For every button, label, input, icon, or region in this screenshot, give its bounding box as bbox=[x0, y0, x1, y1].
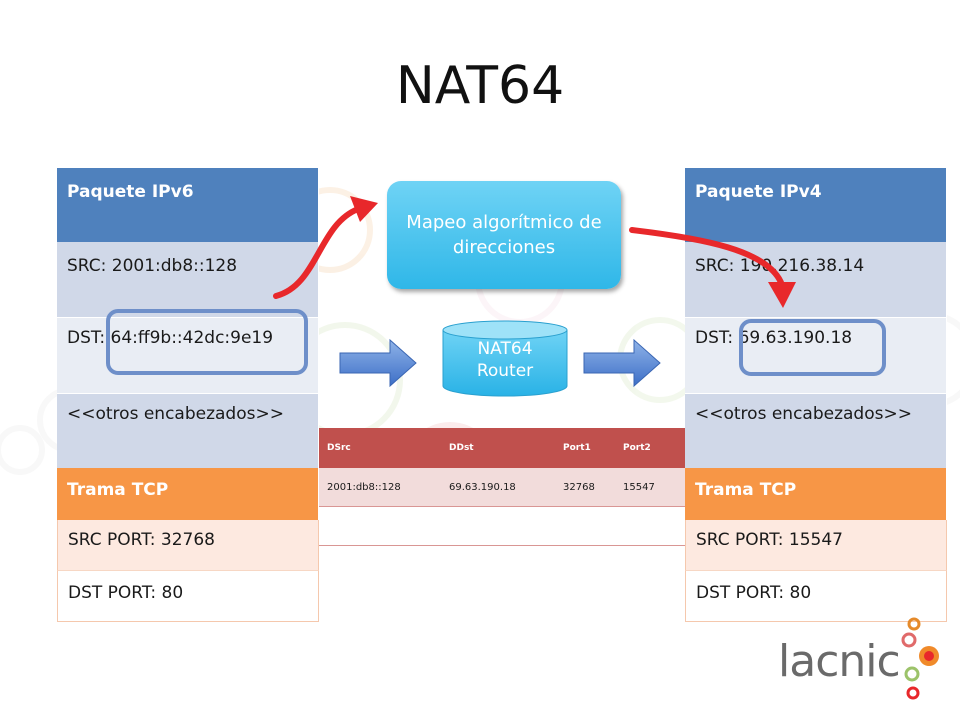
nat-cell-port2: 15547 bbox=[623, 481, 655, 493]
ipv6-other-headers: <<otros encabezados>> bbox=[67, 404, 284, 424]
ipv4-header-label: Paquete IPv4 bbox=[695, 182, 822, 202]
left-src-port: SRC PORT: 32768 bbox=[68, 530, 215, 550]
nat-col-port1: Port1 bbox=[563, 443, 591, 453]
router-cylinder-icon bbox=[442, 320, 568, 397]
nat-cell-dsrc: 2001:db8::128 bbox=[327, 481, 401, 493]
page-title: NAT64 bbox=[395, 56, 565, 116]
ipv4-src-row: SRC: 190.216.38.14 bbox=[685, 242, 947, 318]
left-dst-port: DST PORT: 80 bbox=[68, 583, 184, 603]
left-dst-port-row: DST PORT: 80 bbox=[57, 570, 319, 622]
ipv6-dst-row: DST: 64:ff9b::42dc:9e19 bbox=[57, 318, 319, 394]
nat-cell-ddst: 69.63.190.18 bbox=[449, 481, 516, 493]
left-tcp-header-label: Trama TCP bbox=[67, 480, 169, 500]
ipv4-dst-row: DST: 69.63.190.18 bbox=[685, 318, 947, 394]
nat-col-port2: Port2 bbox=[623, 443, 651, 453]
lacnic-logo: lacnic bbox=[778, 636, 901, 687]
ipv6-src-row: SRC: 2001:db8::128 bbox=[57, 242, 319, 318]
nat-col-ddst: DDst bbox=[449, 443, 474, 453]
ipv4-dst: DST: 69.63.190.18 bbox=[695, 328, 853, 348]
nat-state-table: DSrc DDst Port1 Port2 2001:db8::128 69.6… bbox=[319, 428, 685, 546]
ipv4-header: Paquete IPv4 bbox=[685, 168, 947, 242]
right-tcp-header: Trama TCP bbox=[685, 468, 947, 520]
right-src-port: SRC PORT: 15547 bbox=[696, 530, 843, 550]
left-tcp-header: Trama TCP bbox=[57, 468, 319, 520]
ipv6-other-row: <<otros encabezados>> bbox=[57, 394, 319, 468]
router-label-line1: NAT64 bbox=[477, 339, 533, 359]
right-dst-port: DST PORT: 80 bbox=[696, 583, 812, 603]
ipv6-header-label: Paquete IPv6 bbox=[67, 182, 194, 202]
ipv6-header: Paquete IPv6 bbox=[57, 168, 319, 242]
right-tcp-header-label: Trama TCP bbox=[695, 480, 797, 500]
nat-cell-port1: 32768 bbox=[563, 481, 595, 493]
address-mapping-label: Mapeo algorítmico de direcciones bbox=[406, 211, 602, 258]
right-src-port-row: SRC PORT: 15547 bbox=[685, 520, 947, 570]
right-dst-port-row: DST PORT: 80 bbox=[685, 570, 947, 622]
ipv6-dst: DST: 64:ff9b::42dc:9e19 bbox=[67, 328, 274, 348]
nat-table-header: DSrc DDst Port1 Port2 bbox=[319, 428, 685, 468]
ipv4-other-row: <<otros encabezados>> bbox=[685, 394, 947, 468]
router-label: NAT64 Router bbox=[442, 338, 568, 382]
ipv4-src: SRC: 190.216.38.14 bbox=[695, 256, 865, 276]
left-src-port-row: SRC PORT: 32768 bbox=[57, 520, 319, 570]
ipv6-src: SRC: 2001:db8::128 bbox=[67, 256, 238, 276]
ipv4-other-headers: <<otros encabezados>> bbox=[695, 404, 912, 424]
router-label-line2: Router bbox=[476, 361, 534, 382]
address-mapping-box: Mapeo algorítmico de direcciones bbox=[387, 181, 621, 289]
nat-col-dsrc: DSrc bbox=[327, 443, 351, 453]
table-row-empty bbox=[319, 507, 685, 546]
table-row: 2001:db8::128 69.63.190.18 32768 15547 bbox=[319, 468, 685, 507]
